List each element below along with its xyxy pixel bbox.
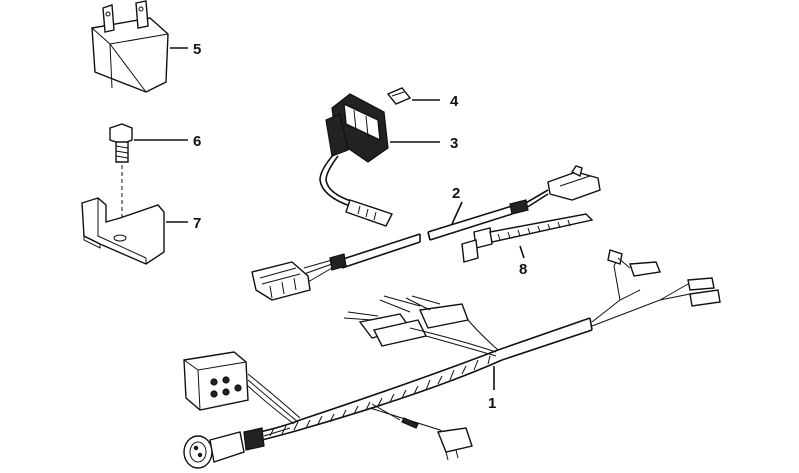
callout-1: 1 bbox=[488, 395, 496, 412]
callout-4: 4 bbox=[450, 93, 459, 110]
switch-part-3 bbox=[319, 93, 393, 227]
callout-3: 3 bbox=[450, 135, 458, 152]
relay-part-5 bbox=[91, 0, 169, 93]
callout-2: 2 bbox=[452, 185, 460, 202]
wiring-harness-part-1 bbox=[183, 249, 721, 469]
cable-part-2 bbox=[251, 165, 601, 301]
callout-5: 5 bbox=[193, 41, 201, 58]
clip-part-4 bbox=[386, 87, 412, 105]
bracket-part-7 bbox=[81, 197, 165, 265]
callout-6: 6 bbox=[193, 133, 201, 150]
cable-tie-part-8 bbox=[461, 213, 594, 263]
bolt-part-6 bbox=[109, 123, 133, 163]
callout-7: 7 bbox=[193, 215, 201, 232]
callout-8: 8 bbox=[519, 261, 527, 278]
